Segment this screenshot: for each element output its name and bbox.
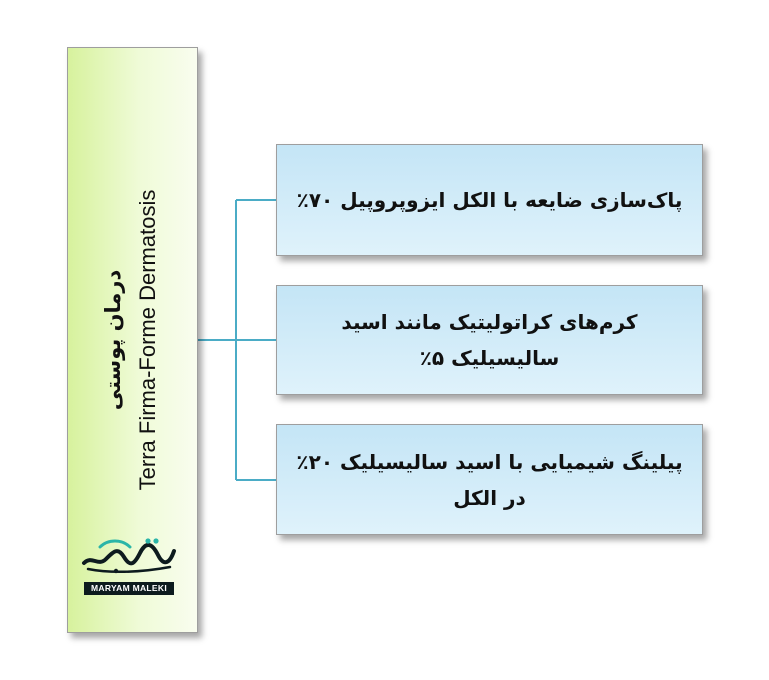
child-node-2: کرم‌های کراتولیتیک مانند اسید سالیسیلیک …: [276, 285, 703, 395]
child-node-2-label: کرم‌های کراتولیتیک مانند اسید سالیسیلیک …: [341, 310, 638, 370]
child-node-1-label: پاک‌سازی ضایعه با الکل ایزوپروپیل ۷۰٪: [296, 188, 683, 212]
maryam-maleki-logo: MARYAM MALEKI: [78, 533, 178, 595]
child-node-3: پیلینگ شیمیایی با اسید سالیسیلیک ۲۰٪ در …: [276, 424, 703, 535]
child-node-1: پاک‌سازی ضایعه با الکل ایزوپروپیل ۷۰٪: [276, 144, 703, 256]
child-node-3-label: پیلینگ شیمیایی با اسید سالیسیلیک ۲۰٪ در …: [296, 449, 683, 510]
root-node: [67, 47, 198, 633]
logo-caption: MARYAM MALEKI: [84, 582, 174, 595]
logo-script-mark: [82, 538, 176, 574]
